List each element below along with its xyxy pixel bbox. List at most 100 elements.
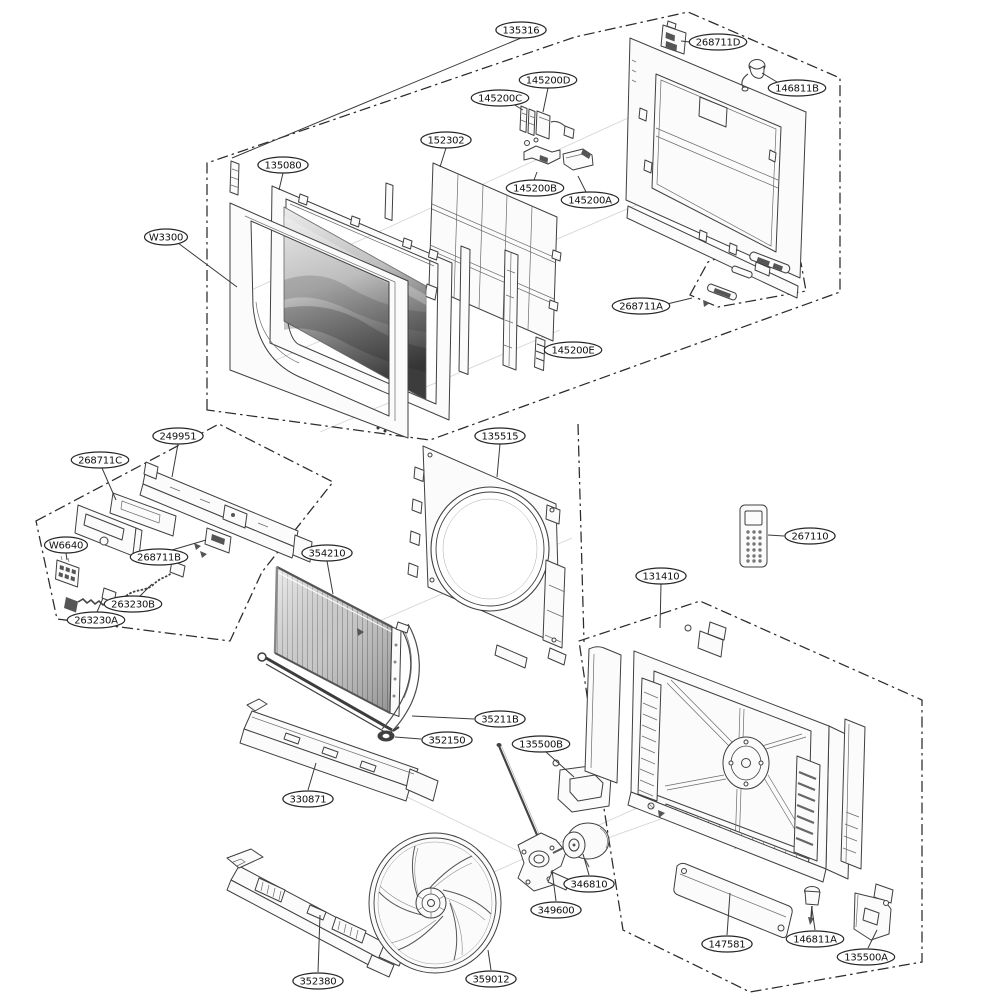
part-label-147581: 147581 — [701, 892, 753, 953]
svg-text:330871: 330871 — [290, 795, 327, 806]
svg-text:267110: 267110 — [792, 532, 829, 543]
part-label-330871: 330871 — [282, 762, 334, 808]
svg-text:135515: 135515 — [482, 432, 519, 443]
part-W3300-front-panel — [229, 202, 409, 439]
part-268711A-hardware — [703, 251, 791, 307]
part-label-145200D: 145200D — [518, 71, 578, 113]
part-label-354210: 354210 — [301, 544, 353, 595]
svg-text:354210: 354210 — [309, 549, 346, 560]
part-label-135080: 135080 — [257, 156, 309, 191]
part-label-145200E: 145200E — [543, 341, 603, 359]
group-outline-front-assembly — [206, 11, 841, 441]
svg-text:268711B: 268711B — [137, 553, 181, 564]
svg-text:268711C: 268711C — [78, 456, 122, 467]
part-label-135500A: 135500A — [836, 929, 896, 966]
part-147581-cover — [673, 862, 793, 939]
part-label-152302: 152302 — [420, 131, 472, 168]
part-label-135515: 135515 — [474, 427, 526, 478]
part-label-352150: 352150 — [394, 731, 473, 749]
svg-text:135080: 135080 — [265, 161, 302, 172]
part-268711B-clip — [194, 527, 232, 558]
part-label-352380: 352380 — [292, 914, 344, 990]
part-label-267110: 267110 — [767, 527, 836, 545]
section-divider-line — [577, 423, 585, 643]
svg-text:152302: 152302 — [428, 136, 465, 147]
part-268711D-bracket — [660, 20, 687, 55]
part-label-349600: 349600 — [530, 869, 582, 919]
part-263230B-harness — [120, 560, 186, 600]
part-146811A-screw — [804, 886, 821, 925]
part-label-146811B: 146811B — [761, 72, 827, 97]
svg-text:352150: 352150 — [429, 736, 466, 747]
svg-text:249951: 249951 — [160, 432, 197, 443]
part-145200A-plate — [562, 148, 594, 171]
part-349600-motor-mount — [517, 832, 571, 892]
part-label-346810: 346810 — [563, 853, 615, 893]
svg-text:146811A: 146811A — [793, 935, 837, 946]
svg-text:W3300: W3300 — [149, 233, 183, 244]
svg-text:263230A: 263230A — [74, 616, 118, 627]
svg-text:145200D: 145200D — [526, 76, 571, 87]
svg-text:346810: 346810 — [571, 880, 608, 891]
svg-text:131410: 131410 — [643, 572, 680, 583]
part-146811B-knob — [741, 59, 766, 92]
svg-text:145200A: 145200A — [568, 196, 612, 207]
svg-text:146811B: 146811B — [775, 84, 819, 95]
part-label-146811A: 146811A — [785, 908, 845, 948]
svg-text:135500B: 135500B — [519, 740, 563, 751]
part-352150-grommet — [377, 726, 400, 742]
part-label-131410: 131410 — [635, 567, 687, 629]
svg-text:263230B: 263230B — [111, 600, 155, 611]
part-label-268711B: 268711B — [129, 539, 207, 566]
part-352380-support-rail — [226, 848, 405, 978]
part-left-trim-strip — [229, 160, 240, 196]
part-W6640-terminal — [55, 555, 80, 588]
part-354210-condenser-coil — [257, 566, 402, 737]
svg-text:W6640: W6640 — [49, 541, 83, 552]
part-145200D-box — [535, 110, 575, 140]
svg-text:145200C: 145200C — [478, 94, 522, 105]
part-label-35211B: 35211B — [411, 710, 526, 728]
part-346810-fan-motor — [552, 822, 610, 868]
part-330871-drain-tray — [239, 698, 439, 802]
part-label-359012: 359012 — [465, 949, 517, 988]
part-135500A-bracket — [853, 883, 894, 941]
part-label-145200B: 145200B — [505, 171, 565, 197]
svg-text:135500A: 135500A — [844, 953, 888, 964]
part-label-268711C: 268711C — [70, 451, 130, 501]
part-145200B-bracket — [523, 137, 561, 165]
part-rear-frame — [625, 37, 807, 299]
part-263230A-harness — [64, 587, 117, 613]
part-label-135316: 135316 — [231, 21, 547, 159]
part-35211B-pipe — [381, 621, 420, 735]
svg-text:145200E: 145200E — [551, 346, 594, 357]
part-label-145200C: 145200C — [470, 89, 530, 111]
part-label-145200A: 145200A — [560, 175, 620, 209]
part-label-263230A: 263230A — [66, 597, 126, 629]
part-249951-control-rail — [109, 461, 313, 563]
svg-text:135316: 135316 — [503, 26, 540, 37]
svg-text:268711D: 268711D — [696, 38, 741, 49]
part-145200C-plates — [519, 105, 536, 136]
part-label-249951: 249951 — [152, 427, 204, 478]
part-label-135500B: 135500B — [511, 735, 575, 778]
svg-text:359012: 359012 — [473, 975, 510, 986]
part-135500B-bracket-rod — [496, 743, 612, 857]
svg-text:268711A: 268711A — [619, 302, 663, 313]
part-359012-fan-blade — [368, 832, 502, 974]
svg-text:35211B: 35211B — [481, 715, 519, 726]
part-label-W3300: W3300 — [143, 228, 238, 288]
part-side-filter-strip — [458, 245, 519, 375]
svg-text:352380: 352380 — [300, 977, 337, 988]
svg-text:145200B: 145200B — [513, 184, 557, 195]
labels-layer: 135316 268711D 146811B 145200D 145200C 152302… — [43, 21, 896, 990]
part-label-268711D: 268711D — [680, 33, 748, 51]
part-label-W6640: W6640 — [43, 536, 89, 561]
part-label-268711A: 268711A — [611, 297, 693, 315]
part-135515-fan-shroud — [407, 445, 567, 669]
svg-text:147581: 147581 — [709, 940, 746, 951]
part-label-263230B: 263230B — [103, 583, 163, 613]
part-131410-rear-cabinet — [584, 621, 866, 883]
svg-text:349600: 349600 — [538, 906, 575, 917]
